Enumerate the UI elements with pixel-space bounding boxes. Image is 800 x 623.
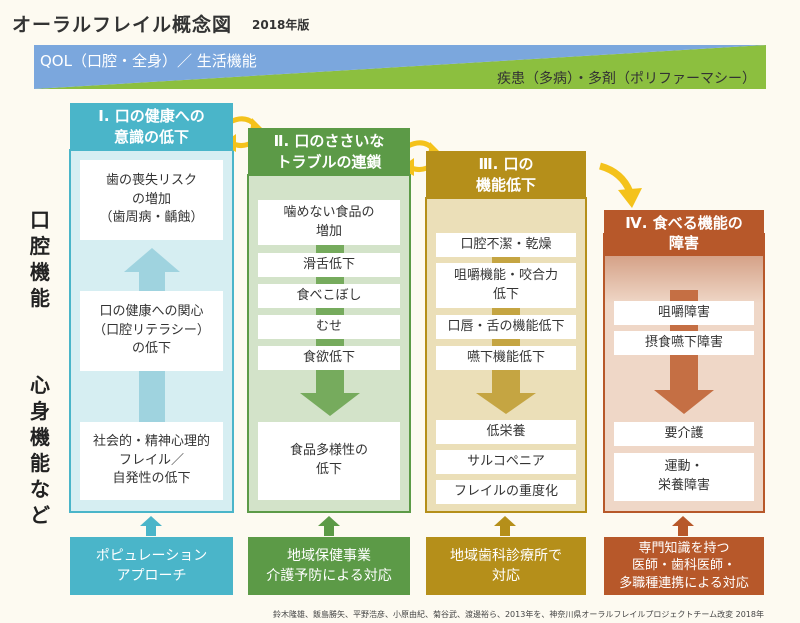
col2-box-5-line1: 食欲低下 [302,349,355,365]
col3-box-7-line1: フレイルの重度化 [453,483,558,499]
side-label-mind-body-char: な [30,477,50,501]
side-label-oral-function-char: 能 [30,286,50,310]
col3-box-6: サルコペニア [436,450,576,474]
col1-box-3-line1: 社会的・精神心理的 [92,433,210,449]
col4-heading-line1: Ⅳ. 食べる機能の [625,213,743,232]
col2-box-4-line1: むせ [315,318,342,334]
edition-label: 2018年版 [252,18,310,32]
col4-box-4: 運動・ 栄養障害 [614,453,754,501]
col4-footer-line3: 多職種連携による対応 [619,575,749,591]
col3-footer: 地域歯科診療所で 対応 [426,537,586,595]
col1-box-1-line3: （歯周病・齲蝕） [99,210,204,226]
col3-box-3-line1: 口唇・舌の機能低下 [447,318,565,334]
col3-box-2-line1: 咀嚼機能・咬合力 [453,267,558,283]
col4-footer-line2: 医師・歯科医師・ [631,558,736,574]
col1-box-2-line1: 口の健康への関心 [99,303,204,319]
col2-box-1: 噛めない食品の 増加 [258,200,400,245]
col2-footer-line2: 介護予防による対応 [266,568,392,584]
col3-box-3: 口唇・舌の機能低下 [436,315,576,339]
page-title: オーラルフレイル概念図 [12,14,233,36]
col2-box-6: 食品多様性の 低下 [258,422,400,500]
col4-box-4-line1: 運動・ [664,459,704,475]
footer-arrow-2 [318,516,340,536]
side-label-mind-body-char: 機 [30,425,50,449]
col1-box-2-line2: （口腔リテラシー） [93,322,210,338]
col2-box-3-line1: 食べこぼし [296,287,362,303]
side-label-oral-function-char: 腔 [30,234,50,258]
col3-box-5: 低栄養 [436,420,576,444]
col1-box-1: 歯の喪失リスク の増加 （歯周病・齲蝕） [80,160,223,240]
col1-footer: ポピュレーション アプローチ [70,537,233,595]
col1-box-1-line1: 歯の喪失リスク [105,172,197,188]
col3-box-2-line2: 低下 [492,286,519,302]
col2-heading-line1: Ⅱ. 口のささいな [273,132,385,151]
col3-box-4: 嚥下機能低下 [436,346,576,370]
col4-box-3: 要介護 [614,422,754,446]
col1-heading-line1: Ⅰ. 口の健康への [98,107,205,126]
banner-blue-wedge [34,45,766,89]
col4-box-2-line1: 摂食嚥下障害 [644,334,723,350]
col3-box-4-line1: 嚥下機能低下 [466,349,545,365]
col4-heading: Ⅳ. 食べる機能の 障害 [604,210,764,256]
col4-heading-line2: 障害 [668,234,699,252]
col4-box-3-line1: 要介護 [664,425,704,441]
col2-heading-line2: トラブルの連鎖 [276,152,382,171]
col2-footer: 地域保健事業 介護予防による対応 [248,537,410,595]
banner-disease-text: 疾患（多病）・多剤（ポリファーマシー） [497,71,756,87]
col2-heading: Ⅱ. 口のささいな トラブルの連鎖 [248,128,410,175]
col4-box-1-line1: 咀嚼障害 [657,304,710,320]
col2-box-4: むせ [258,315,400,339]
col1-box-3-line2: フレイル／ [118,452,184,468]
col3-box-6-line1: サルコペニア [467,453,545,469]
col1-footer-line1: ポピュレーション [95,547,208,564]
col2-box-2: 滑舌低下 [258,253,400,277]
col3-footer-line2: 対応 [492,568,520,584]
side-label-mind-body: 心身機能など [28,375,52,531]
col1-box-3-line3: 自発性の低下 [112,471,191,487]
col3-box-1-line1: 口腔不潔・乾燥 [460,236,552,252]
col1-footer-line2: アプローチ [116,568,187,584]
reference-citation: 鈴木隆雄、飯島勝矢、平野浩彦、小原由紀、菊谷武、渡邊裕ら、2013年を、神奈川県… [272,610,764,619]
col2-footer-line1: 地域保健事業 [287,547,371,564]
col3-box-7: フレイルの重度化 [436,480,576,504]
col1-box-2: 口の健康への関心 （口腔リテラシー） の低下 [80,291,223,371]
side-label-oral-function-char: 口 [30,208,50,232]
col2-box-1-line2: 増加 [315,223,342,239]
col4-box-2: 摂食嚥下障害 [614,331,754,355]
col1-box-3: 社会的・精神心理的 フレイル／ 自発性の低下 [80,422,223,500]
col4-box-1: 咀嚼障害 [614,301,754,325]
col3-heading-line1: Ⅲ. 口の [478,155,534,174]
connector-arrow-3-4 [598,162,634,194]
col2-box-1-line1: 噛めない食品の [283,204,375,220]
side-label-mind-body-char: 能 [30,451,50,475]
col3-box-2: 咀嚼機能・咬合力 低下 [436,263,576,308]
side-label-mind-body-char: 身 [30,399,50,423]
side-label-mind-body-char: 心 [30,373,50,397]
col4-box-4-line2: 栄養障害 [657,478,710,493]
col1-box-1-line2: の増加 [131,191,171,207]
col1-heading-line2: 意識の低下 [113,127,189,146]
side-label-mind-body-char: ど [30,503,50,527]
col4-footer-line1: 専門知識を持つ [638,540,730,556]
col3-box-5-line1: 低栄養 [486,423,526,439]
col2-box-6-line2: 低下 [315,462,342,477]
side-label-oral-function-char: 機 [30,260,50,284]
footer-arrow-4 [672,516,694,536]
col2-box-6-line1: 食品多様性の [289,443,368,459]
col2-box-2-line1: 滑舌低下 [302,256,355,272]
connector-arrowhead-5 [618,188,642,208]
footer-arrow-1 [140,516,162,536]
col2-box-5: 食欲低下 [258,346,400,370]
col4-footer: 専門知識を持つ 医師・歯科医師・ 多職種連携による対応 [604,537,764,595]
col2-box-3: 食べこぼし [258,284,400,308]
col1-box-2-line3: の低下 [131,341,171,357]
col3-box-1: 口腔不潔・乾燥 [436,233,576,257]
footer-arrow-3 [494,516,516,536]
side-label-oral-function: 口腔機能 [28,210,52,314]
col3-heading: Ⅲ. 口の 機能低下 [426,151,586,198]
col3-footer-line1: 地域歯科診療所で [450,547,562,564]
col3-heading-line2: 機能低下 [475,175,536,194]
col1-heading: Ⅰ. 口の健康への 意識の低下 [70,103,233,150]
banner-qol-text: QOL（口腔・全身）／ 生活機能 [40,52,257,70]
